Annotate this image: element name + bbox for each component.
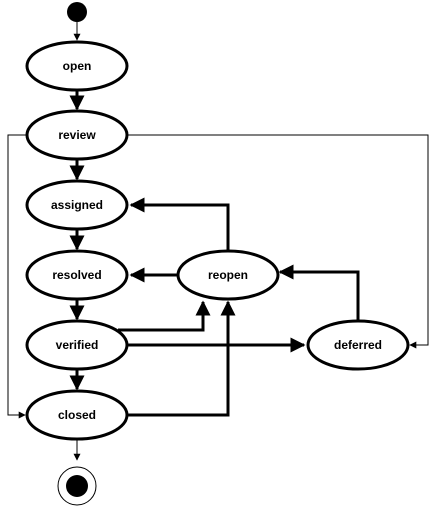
state-deferred-label: deferred: [334, 338, 382, 352]
state-verified-label: verified: [56, 338, 99, 352]
state-closed-label: closed: [58, 408, 96, 422]
state-resolved-label: resolved: [52, 268, 101, 282]
state-assigned-label: assigned: [51, 198, 103, 212]
edge-review-deferred: [127, 134, 429, 349]
state-closed: closed: [25, 389, 129, 441]
state-review-label: review: [58, 128, 96, 142]
initial-state: [67, 2, 87, 22]
state-deferred: deferred: [306, 319, 410, 371]
edge-verified-reopen: [118, 300, 211, 332]
state-open: open: [25, 40, 129, 92]
edge-deferred-reopen: [278, 264, 360, 320]
state-verified: verified: [25, 319, 129, 371]
edge-closed-reopen: [127, 300, 236, 417]
edge-reopen-assigned: [129, 197, 230, 250]
edge-review-closed: [7, 134, 27, 419]
state-assigned: assigned: [25, 179, 129, 231]
state-review: review: [25, 109, 129, 161]
final-state: [57, 466, 97, 506]
state-reopen: reopen: [176, 249, 280, 301]
state-open-label: open: [63, 59, 92, 73]
state-reopen-label: reopen: [208, 268, 248, 282]
state-resolved: resolved: [25, 249, 129, 301]
